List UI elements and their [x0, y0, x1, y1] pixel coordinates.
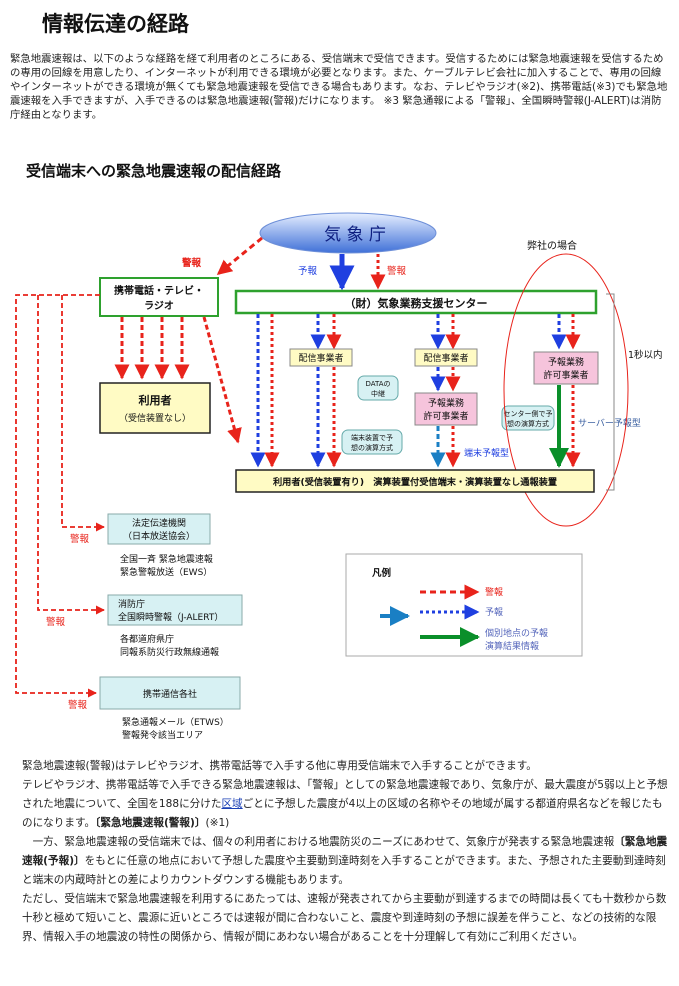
footer-p2-text-a: テレビやラジオ、携帯電話等で入手できる緊急地震速報は、「警報」としての緊急地震速… — [22, 779, 668, 810]
server-type-label: サーバー予報型 — [578, 418, 641, 429]
jma-label: 気 象 庁 — [324, 225, 386, 245]
data-relay-label-1: DATAの — [365, 380, 390, 388]
forecaster-label-1a: 予報業務 — [428, 397, 464, 409]
users-no-device-label-1: 利用者 — [139, 393, 172, 407]
forecast-label: 予報 — [298, 266, 318, 277]
distributor-label-2: 配信事業者 — [423, 352, 468, 364]
forecaster-label-2b: 許可事業者 — [543, 369, 588, 381]
footer-paragraph-3: 一方、緊急地震速報の受信端末では、個々の利用者における地震防災のニーズにあわせて… — [22, 833, 672, 890]
legend-forecast-label: 予報 — [485, 607, 503, 618]
carriers-label: 携帯通信各社 — [143, 688, 197, 700]
left-route-outer — [15, 294, 100, 698]
footer-p3-text-a: 一方、緊急地震速報の受信端末では、個々の利用者における地震防災のニーズにあわせて… — [22, 836, 615, 848]
carriers-desc-2: 警報発令該当エリア — [122, 729, 203, 741]
data-relay-label-2: 中継 — [371, 389, 385, 398]
forecaster-label-2a: 予報業務 — [548, 356, 584, 368]
terminal-calc-callout — [341, 429, 403, 455]
data-relay-callout — [357, 375, 399, 401]
left-route-inner — [61, 295, 105, 532]
our-company-oval — [503, 253, 629, 527]
broadcaster-desc-2: 緊急警報放送（EWS） — [120, 566, 212, 578]
left-warning-label-3: 警報 — [68, 699, 88, 711]
footer-paragraph-2: テレビやラジオ、携帯電話等で入手できる緊急地震速報は、「警報」としての緊急地震速… — [22, 776, 672, 833]
legend-title: 凡例 — [371, 567, 391, 579]
users-no-device-box — [99, 382, 211, 434]
footer-paragraph-4: ただし、受信端末で緊急地震速報を利用するにあたっては、速報が発表されてから主要動… — [22, 893, 667, 943]
legend-warning-label: 警報 — [485, 586, 503, 598]
our-company-label: 弊社の場合 — [527, 239, 577, 252]
footer-paragraph-1: 緊急地震速報(警報)はテレビやラジオ、携帯電話等で入手する他に専用受信端末で入手… — [22, 760, 537, 772]
broadcaster-label-2: （日本放送協会） — [123, 530, 195, 542]
intro-text: 緊急地震速報は、以下のような経路を経て利用者のところにある、受信端末で受信できま… — [10, 53, 668, 121]
distributor-label-1: 配信事業者 — [298, 352, 343, 364]
terminal-type-label: 端末予報型 — [464, 447, 509, 459]
carriers-box — [99, 676, 241, 710]
media-box — [99, 277, 219, 317]
support-center-label: （財）気象業務支援センター — [345, 296, 488, 310]
fdma-label-2: 全国瞬時警報（J-ALERT） — [118, 611, 223, 623]
users-with-device-box — [235, 469, 595, 493]
legend-calc-label-1: 個別地点の予報 — [485, 627, 548, 639]
left-warning-label-1: 警報 — [70, 533, 90, 545]
page-title: 情報伝達の経路 — [42, 12, 189, 36]
footer-p2-text-b: ごとに予想した震度が4以上の区域の名称やその地域が属する都道府県名などを報じたも… — [22, 798, 663, 829]
fdma-desc-1: 各都道府県庁 — [120, 633, 174, 645]
users-with-device-label: 利用者(受信装置有り) 演算装置付受信端末・演算装置なし通報装置 — [272, 476, 557, 488]
one-second-bracket — [606, 293, 615, 491]
support-center-box — [234, 289, 598, 315]
distributor-box-2 — [414, 348, 478, 367]
terminal-calc-label-2: 想の演算方式 — [351, 443, 393, 452]
region-link[interactable]: 区域 — [221, 798, 243, 810]
forecaster-box-1 — [414, 392, 478, 426]
left-warning-label-2: 警報 — [46, 616, 66, 628]
jma-node — [259, 212, 437, 254]
jma-to-media-arrow — [216, 236, 263, 276]
center-calc-label-1: センター側で予 — [504, 409, 553, 418]
media-label-2: ラジオ — [144, 300, 174, 312]
one-second-label: 1秒以内 — [628, 349, 663, 361]
distributor-box-1 — [289, 348, 353, 367]
footer-text: 緊急地震速報(警報)はテレビやラジオ、携帯電話等で入手する他に専用受信端末で入手… — [22, 757, 672, 947]
carriers-desc-1: 緊急通報メール（ETWS） — [122, 716, 229, 728]
broadcaster-desc-1: 全国一斉 緊急地震速報 — [120, 553, 213, 565]
left-route-middle — [37, 295, 105, 615]
broadcaster-label-1: 法定伝達機関 — [132, 517, 186, 529]
users-no-device-label-2: （受信装置なし） — [119, 412, 191, 424]
forecaster-box-2 — [533, 351, 599, 385]
fdma-box — [107, 594, 243, 626]
center-calc-callout — [501, 405, 555, 431]
footer-p2-note: (※1) — [205, 817, 230, 829]
media-to-bottom-arrow — [202, 316, 242, 444]
fdma-label-1: 消防庁 — [118, 598, 145, 610]
footer-p2-bold: 〔緊急地震速報(警報)〕 — [95, 817, 206, 829]
diagram-subtitle: 受信端末への緊急地震速報の配信経路 — [26, 162, 282, 180]
media-label-1: 携帯電話・テレビ・ — [114, 284, 204, 297]
broadcaster-box — [107, 513, 211, 545]
legend-calc-label-2: 演算結果情報 — [485, 640, 539, 652]
forecaster-label-1b: 許可事業者 — [423, 410, 468, 422]
center-calc-label-2: 想の演算方式 — [507, 419, 549, 428]
footer-p3-text-b: をもとに任意の地点において予想した震度や主要動到達時刻を入手することができます。… — [22, 855, 666, 886]
fdma-desc-2: 同報系防災行政無線通報 — [120, 646, 219, 658]
jma-warning-label: 警報 — [182, 257, 202, 269]
terminal-calc-label-1: 端末装置で予 — [351, 433, 393, 442]
footer-p3-bold: 〔緊急地震速報(予報)〕 — [22, 836, 668, 867]
warning-label-2: 警報 — [387, 265, 407, 277]
delivery-route-diagram: 気 象 庁 警報 予報 警報 携帯電話・テレビ・ ラジオ （財）気象業務支援セン… — [15, 212, 663, 741]
